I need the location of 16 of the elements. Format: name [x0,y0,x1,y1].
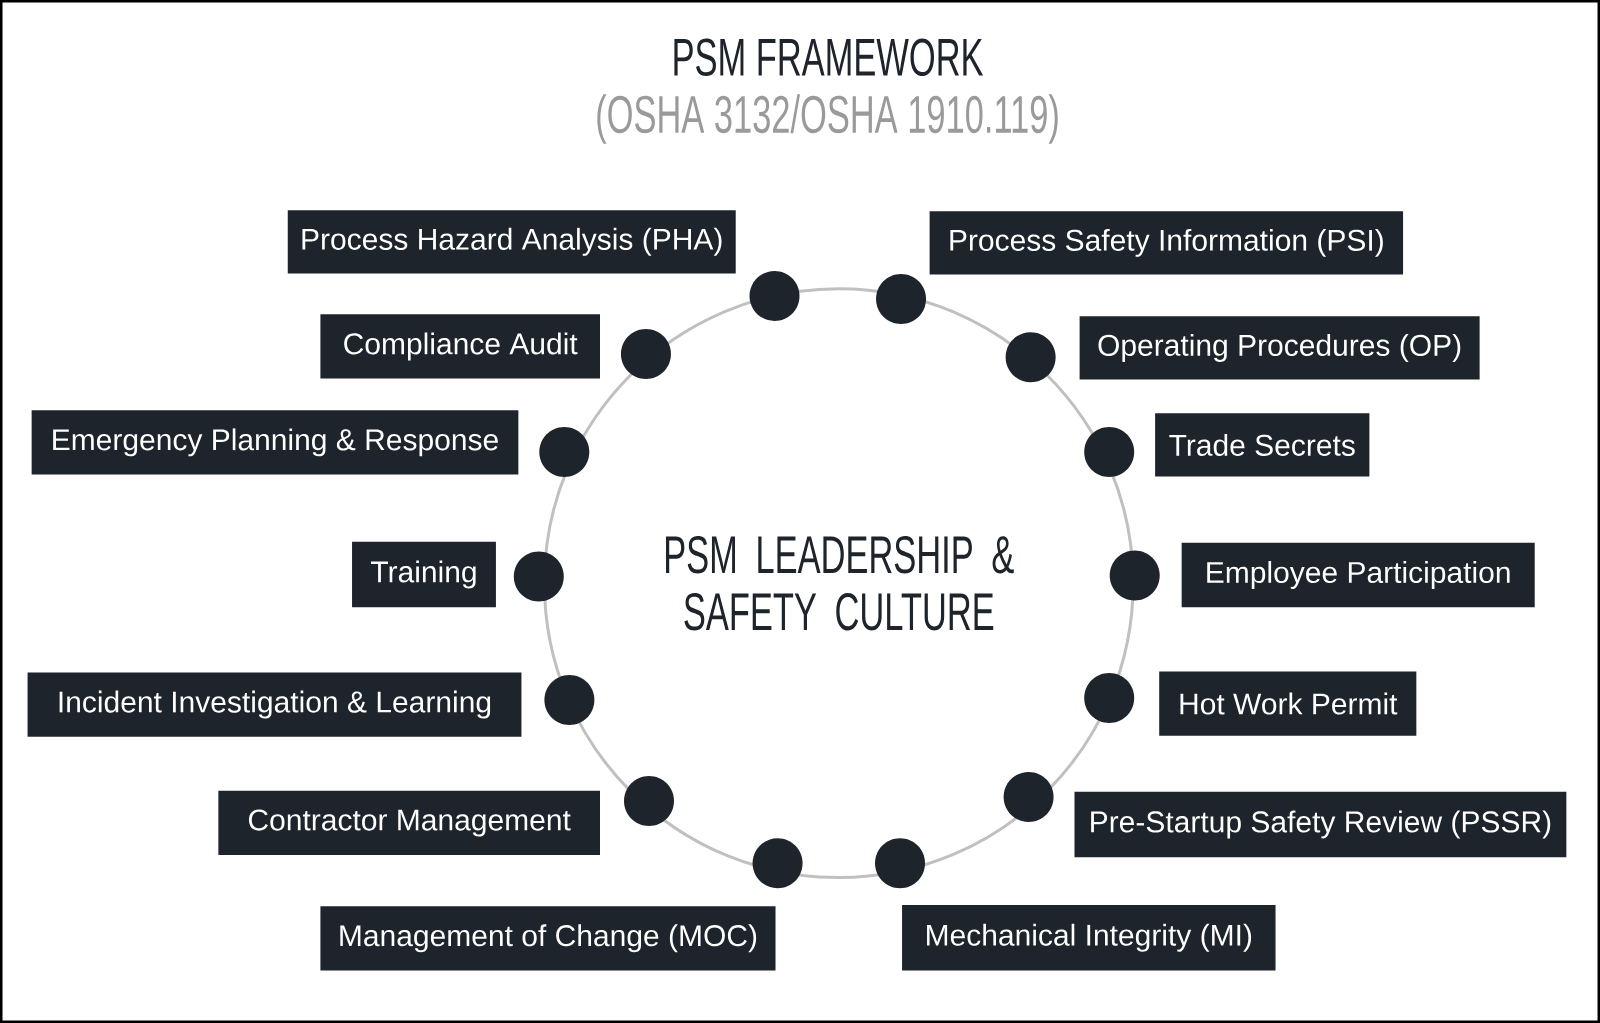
element-box: Employee Participation [1181,542,1535,608]
element-box: Emergency Planning & Response [31,410,519,475]
element-box: Compliance Audit [320,314,600,379]
element-box: Management of Change (MOC) [320,906,776,971]
subtitle: (OSHA 3132/OSHA 1910.119) [597,94,1058,144]
element-box: Mechanical Integrity (MI) [902,905,1276,971]
element-box: Trade Secrets [1155,413,1370,477]
element-box: Pre-Startup Safety Review (PSSR) [1074,791,1567,858]
element-box: Operating Procedures (OP) [1079,316,1480,380]
element-box: Training [352,541,496,608]
element-box: Process Safety Information (PSI) [929,211,1404,275]
element-box: Incident Investigation & Learning [27,672,522,737]
element-box: Process Hazard Analysis (PHA) [287,210,736,274]
element-box: Hot Work Permit [1159,671,1417,736]
title: PSM FRAMEWORK [674,38,984,77]
element-box: Contractor Management [218,790,600,856]
